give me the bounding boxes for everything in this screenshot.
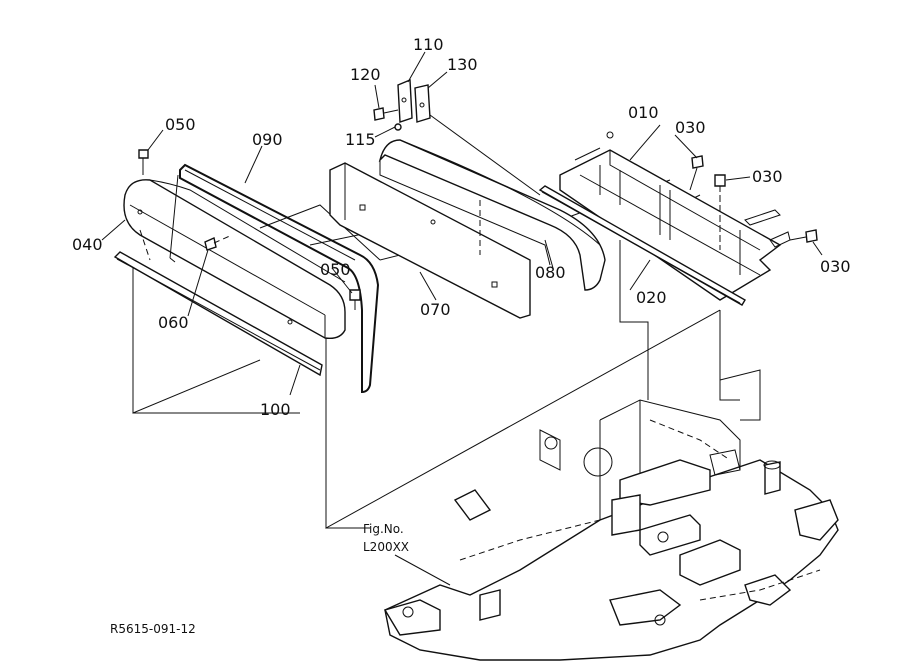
callout-060: 060 [158,313,189,332]
part-040-panel [123,179,346,340]
drawing-code: R5615-091-12 [110,622,196,636]
bolt-060-icon [204,234,233,251]
callout-040: 040 [72,235,103,254]
callout-020: 020 [636,288,667,307]
callout-010: 010 [628,103,659,122]
callout-030-right: 030 [820,257,851,276]
callout-115: 115 [345,130,376,149]
callout-110: 110 [413,35,444,54]
figure-ref-line1: Fig.No. [363,522,404,536]
callout-100: 100 [260,400,291,419]
callout-leaders [101,51,823,586]
bolt-030a-icon [689,155,704,191]
figure-ref-line2: L200XX [363,540,409,554]
callout-090: 090 [252,130,283,149]
bolt-120-icon [373,107,399,121]
callout-030-mid: 030 [752,167,783,186]
callout-070: 070 [420,300,451,319]
callout-050-top: 050 [165,115,196,134]
pin-115-icon [394,123,402,131]
bolt-030c-icon [789,229,818,243]
figure-reference: Fig.No. L200XX [363,522,409,554]
part-010-bracket [559,131,791,301]
callout-labels: 050 090 040 060 050 070 080 100 020 010 … [72,35,851,419]
part-020-rod [538,185,746,306]
part-070-panel [329,162,531,319]
callout-030-top: 030 [675,118,706,137]
part-110-130-hinge [397,78,431,123]
callout-130: 130 [447,55,478,74]
callout-120: 120 [350,65,381,84]
part-100-strip [113,251,323,377]
callout-080: 080 [535,263,566,282]
fasteners [138,107,818,310]
chassis-frame [383,399,839,661]
bolt-050-lower-icon [349,289,361,310]
bolt-050-top-icon [138,149,149,175]
part-080-cover [378,139,606,291]
callout-050-lower: 050 [320,260,351,279]
part-090-seal [169,163,380,394]
bolt-030b-icon [714,174,726,250]
